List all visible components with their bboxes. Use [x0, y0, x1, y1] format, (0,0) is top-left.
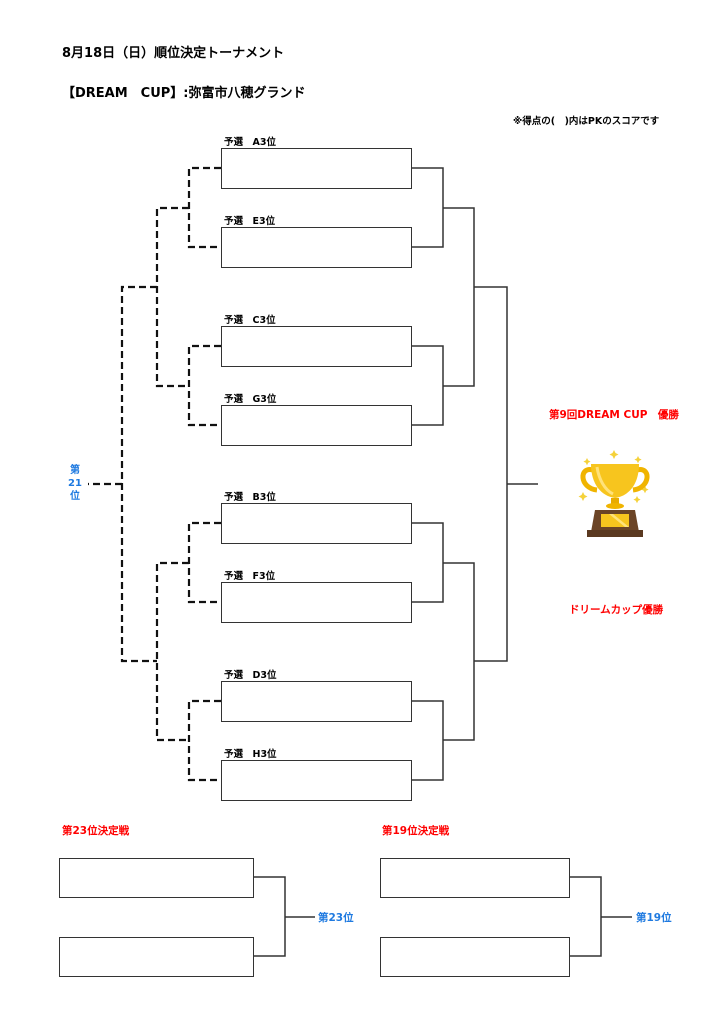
rank-21st-line1: 第 — [70, 465, 80, 476]
team-slot-c3[interactable] — [221, 326, 412, 367]
champion-title: 第9回DREAM CUP 優勝 — [549, 409, 679, 421]
right-bracket-lines — [411, 167, 538, 781]
venue-title: 【DREAM CUP】:弥富市八穂グランド — [62, 86, 306, 101]
trophy-icon — [578, 450, 650, 537]
team-slot-h3[interactable] — [221, 760, 412, 801]
team-slot-b3[interactable] — [221, 503, 412, 544]
connector-a3-e3 — [411, 167, 444, 248]
connector-c3-g3 — [411, 345, 444, 426]
slot-label-h3: 予選 H3位 — [224, 749, 277, 760]
team-slot-19th-2[interactable] — [380, 937, 570, 977]
dashed-d3-h3 — [187, 699, 221, 782]
connector-19th — [569, 876, 602, 957]
rank-21st-line3: 位 — [70, 491, 80, 502]
pk-note: ※得点の( )内はPKのスコアです — [513, 116, 660, 127]
slot-label-g3: 予選 G3位 — [224, 394, 277, 405]
sub-bracket-19th-title: 第19位決定戦 — [382, 825, 450, 837]
slot-label-f3: 予選 F3位 — [224, 571, 276, 582]
page-title: 8月18日（日）順位決定トーナメント — [62, 46, 285, 61]
connector-d3-h3 — [411, 700, 444, 781]
slot-label-b3: 予選 B3位 — [224, 492, 276, 503]
slot-label-a3: 予選 A3位 — [224, 137, 276, 148]
slot-label-d3: 予選 D3位 — [224, 670, 277, 681]
connector-semi-top — [443, 207, 475, 387]
sub-bracket-23rd-title: 第23位決定戦 — [62, 825, 130, 837]
dashed-final — [120, 285, 157, 663]
dashed-c3-g3 — [187, 344, 221, 427]
slot-label-c3: 予選 C3位 — [224, 315, 276, 326]
connector-23rd — [253, 876, 286, 957]
team-slot-23rd-2[interactable] — [59, 937, 254, 977]
team-slot-f3[interactable] — [221, 582, 412, 623]
result-23rd-label: 第23位 — [318, 912, 354, 924]
team-slot-e3[interactable] — [221, 227, 412, 268]
rank-21st-line2: 21 — [68, 478, 82, 489]
connector-semi-bottom — [443, 562, 475, 741]
team-slot-23rd-1[interactable] — [59, 858, 254, 898]
dashed-semi-bottom — [155, 561, 189, 742]
connector-b3-f3 — [411, 522, 444, 603]
team-slot-a3[interactable] — [221, 148, 412, 189]
left-bracket-lines — [88, 166, 221, 782]
sub-bracket-lines — [253, 876, 632, 957]
rank-21st-label: 第 21 位 — [66, 464, 84, 503]
champion-subtitle: ドリームカップ優勝 — [569, 604, 664, 616]
dashed-a3-e3 — [187, 166, 221, 249]
dashed-b3-f3 — [187, 521, 221, 604]
slot-label-e3: 予選 E3位 — [224, 216, 276, 227]
team-slot-g3[interactable] — [221, 405, 412, 446]
result-19th-label: 第19位 — [636, 912, 672, 924]
connector-final — [474, 286, 508, 662]
team-slot-d3[interactable] — [221, 681, 412, 722]
dashed-semi-top — [155, 206, 189, 388]
team-slot-19th-1[interactable] — [380, 858, 570, 898]
